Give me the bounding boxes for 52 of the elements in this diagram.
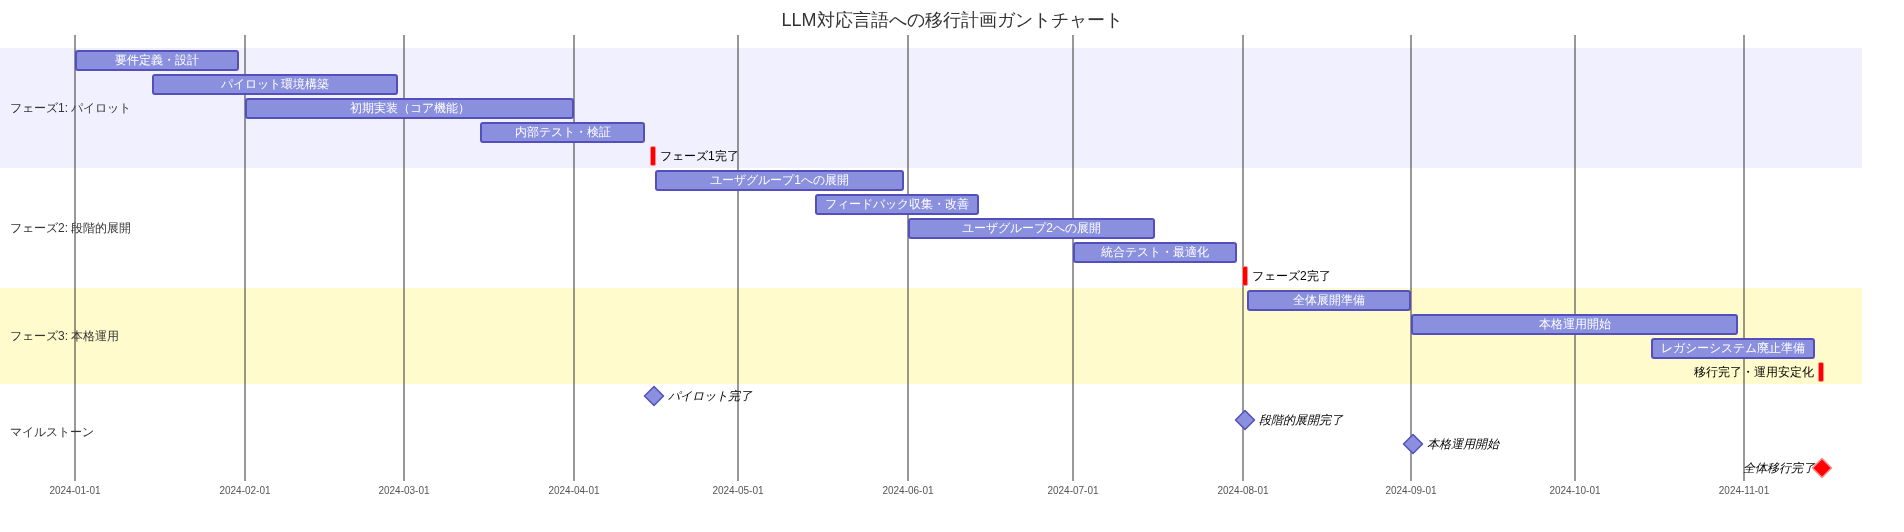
task-bar bbox=[815, 194, 979, 215]
task-bar bbox=[480, 122, 645, 143]
section-label: マイルストーン bbox=[10, 423, 94, 441]
task-label: フィードバック収集・改善 bbox=[825, 196, 969, 213]
task-label: 統合テスト・最適化 bbox=[1101, 244, 1209, 261]
milestone-diamond bbox=[1402, 433, 1424, 455]
axis-tick-label: 2024-01-01 bbox=[49, 485, 101, 496]
axis-tick-label: 2024-04-01 bbox=[548, 485, 600, 496]
task-bar bbox=[908, 218, 1155, 239]
milestone-label: パイロット完了 bbox=[668, 387, 752, 405]
axis-tick-label: 2024-02-01 bbox=[219, 485, 271, 496]
axis-tick-label: 2024-08-01 bbox=[1217, 485, 1269, 496]
task-label: 要件定義・設計 bbox=[115, 52, 199, 69]
task-label: ユーザグループ2への展開 bbox=[962, 220, 1101, 237]
milestone-label: フェーズ1完了 bbox=[660, 147, 739, 165]
milestone-marker bbox=[650, 146, 656, 166]
task-label: 初期実装（コア機能） bbox=[349, 100, 470, 117]
section-label: フェーズ1: パイロット bbox=[10, 99, 132, 117]
milestone-label: 段階的展開完了 bbox=[1259, 411, 1343, 429]
milestone-marker bbox=[1242, 266, 1248, 286]
axis-tick-label: 2024-09-01 bbox=[1385, 485, 1437, 496]
task-label: ユーザグループ1への展開 bbox=[710, 172, 849, 189]
task-bar bbox=[1247, 290, 1411, 311]
section-band bbox=[0, 288, 1862, 384]
milestone-marker bbox=[1818, 362, 1824, 382]
task-label: レガシーシステム廃止準備 bbox=[1661, 340, 1805, 357]
task-bar bbox=[75, 50, 239, 71]
task-bar bbox=[245, 98, 574, 119]
milestone-label: フェーズ2完了 bbox=[1252, 267, 1331, 285]
section-label: フェーズ3: 本格運用 bbox=[10, 327, 120, 345]
axis-tick-label: 2024-10-01 bbox=[1549, 485, 1601, 496]
task-bar bbox=[1073, 242, 1237, 263]
axis-tick-label: 2024-07-01 bbox=[1047, 485, 1099, 496]
task-label: パイロット環境構築 bbox=[221, 76, 329, 93]
task-bar bbox=[1411, 314, 1738, 335]
milestone-label: 本格運用開始 bbox=[1427, 435, 1499, 453]
milestone-diamond bbox=[1234, 409, 1256, 431]
axis-tick-label: 2024-05-01 bbox=[712, 485, 764, 496]
task-label: 全体展開準備 bbox=[1293, 292, 1365, 309]
axis-tick-label: 2024-03-01 bbox=[378, 485, 430, 496]
axis-tick-label: 2024-06-01 bbox=[882, 485, 934, 496]
milestone-label: 移行完了・運用安定化 bbox=[1694, 363, 1814, 381]
axis-tick-label: 2024-11-01 bbox=[1718, 485, 1770, 496]
task-bar bbox=[1651, 338, 1815, 359]
task-label: 本格運用開始 bbox=[1538, 316, 1611, 333]
chart-title: LLM対応言語への移行計画ガントチャート bbox=[780, 9, 1124, 32]
section-label: フェーズ2: 段階的展開 bbox=[10, 219, 132, 237]
task-bar bbox=[152, 74, 398, 95]
section-band bbox=[0, 48, 1862, 168]
task-bar bbox=[655, 170, 904, 191]
milestone-label: 全体移行完了 bbox=[1743, 459, 1815, 477]
task-label: 内部テスト・検証 bbox=[514, 124, 611, 141]
